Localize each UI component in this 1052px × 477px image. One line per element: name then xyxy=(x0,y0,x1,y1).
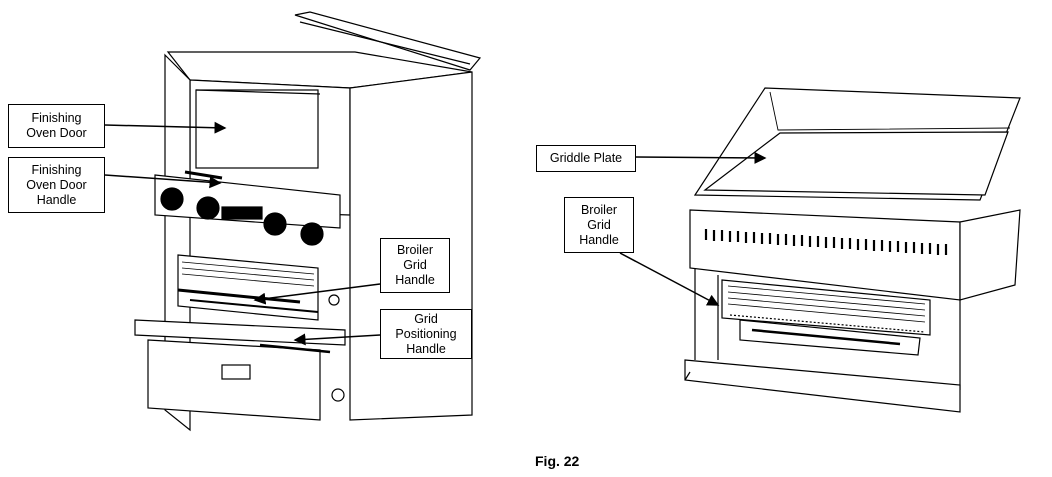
griddle-broiler-unit xyxy=(684,87,1021,413)
label-griddle-plate: Griddle Plate xyxy=(536,145,636,172)
figure-caption: Fig. 22 xyxy=(535,453,580,469)
label-finishing-oven-door-handle: Finishing Oven Door Handle xyxy=(8,157,105,213)
finishing-oven-door xyxy=(195,89,319,169)
label-grid-positioning-handle: Grid Positioning Handle xyxy=(380,309,472,359)
broiler-grid xyxy=(177,254,319,321)
finishing-oven-broiler-unit xyxy=(134,11,482,432)
label-broiler-grid-handle-right: Broiler Grid Handle xyxy=(564,197,634,253)
broiler-grid-right xyxy=(721,279,931,356)
label-broiler-grid-handle-left: Broiler Grid Handle xyxy=(380,238,450,293)
leader-lines xyxy=(104,121,767,346)
label-finishing-oven-door: Finishing Oven Door xyxy=(8,104,105,148)
vent-slots xyxy=(704,229,948,255)
